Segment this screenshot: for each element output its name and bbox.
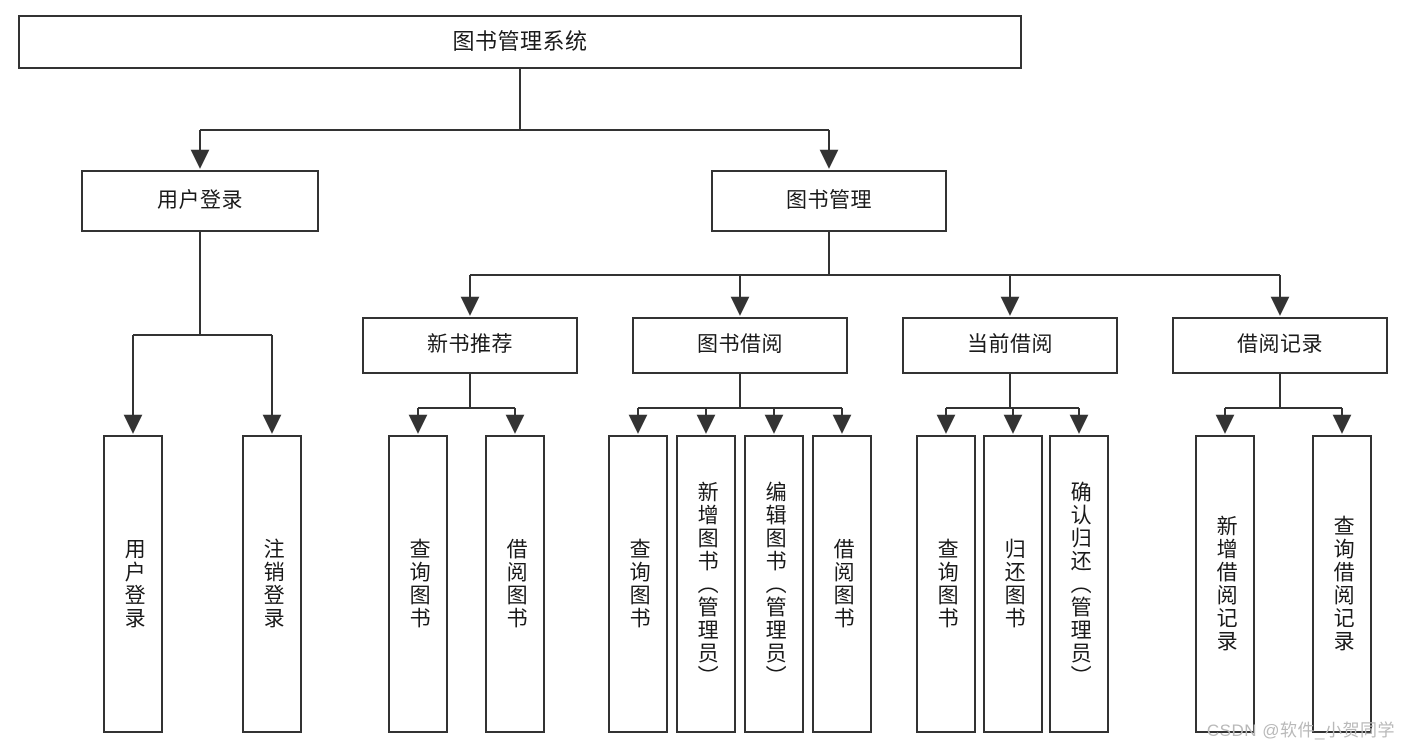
node-label: 图书借阅 <box>697 333 783 357</box>
node-label: 当前借阅 <box>967 333 1053 357</box>
node-l_return[interactable]: 归还图书 <box>983 435 1043 733</box>
node-label: 图书管理系统 <box>452 29 588 55</box>
node-label: 新书推荐 <box>427 333 513 357</box>
node-l_add[interactable]: 新增图书（管理员） <box>676 435 736 733</box>
node-label: 注销登录 <box>261 538 285 630</box>
node-label: 借阅记录 <box>1237 333 1323 357</box>
node-l_borrow1[interactable]: 借阅图书 <box>485 435 545 733</box>
node-label: 用户登录 <box>157 188 243 212</box>
node-l_edit[interactable]: 编辑图书（管理员） <box>744 435 804 733</box>
node-l_queryrec[interactable]: 查询借阅记录 <box>1312 435 1372 733</box>
node-l_confirm[interactable]: 确认归还（管理员） <box>1049 435 1109 733</box>
node-label: 查询图书 <box>407 538 431 630</box>
node-label: 借阅图书 <box>831 538 855 630</box>
node-label: 新增借阅记录 <box>1214 515 1238 653</box>
watermark-text: CSDN @软件_小贺同学 <box>1206 721 1395 740</box>
node-label: 用户登录 <box>122 538 146 630</box>
node-newbook[interactable]: 新书推荐 <box>362 317 578 374</box>
node-current[interactable]: 当前借阅 <box>902 317 1118 374</box>
node-record[interactable]: 借阅记录 <box>1172 317 1388 374</box>
node-label: 新增图书（管理员） <box>695 480 719 688</box>
node-label: 确认归还（管理员） <box>1068 480 1092 688</box>
node-login[interactable]: 用户登录 <box>81 170 319 232</box>
node-label: 查询图书 <box>627 538 651 630</box>
node-borrow[interactable]: 图书借阅 <box>632 317 848 374</box>
node-l_query3[interactable]: 查询图书 <box>916 435 976 733</box>
node-label: 图书管理 <box>786 188 872 212</box>
node-root[interactable]: 图书管理系统 <box>18 15 1022 69</box>
node-label: 归还图书 <box>1002 538 1026 630</box>
node-l_addrec[interactable]: 新增借阅记录 <box>1195 435 1255 733</box>
node-l_query1[interactable]: 查询图书 <box>388 435 448 733</box>
node-label: 查询借阅记录 <box>1331 515 1355 653</box>
node-l_logout[interactable]: 注销登录 <box>242 435 302 733</box>
node-label: 编辑图书（管理员） <box>763 480 787 688</box>
node-l_login[interactable]: 用户登录 <box>103 435 163 733</box>
node-label: 查询图书 <box>935 538 959 630</box>
node-label: 借阅图书 <box>504 538 528 630</box>
node-l_borrow2[interactable]: 借阅图书 <box>812 435 872 733</box>
node-l_query2[interactable]: 查询图书 <box>608 435 668 733</box>
node-bookmgmt[interactable]: 图书管理 <box>711 170 947 232</box>
